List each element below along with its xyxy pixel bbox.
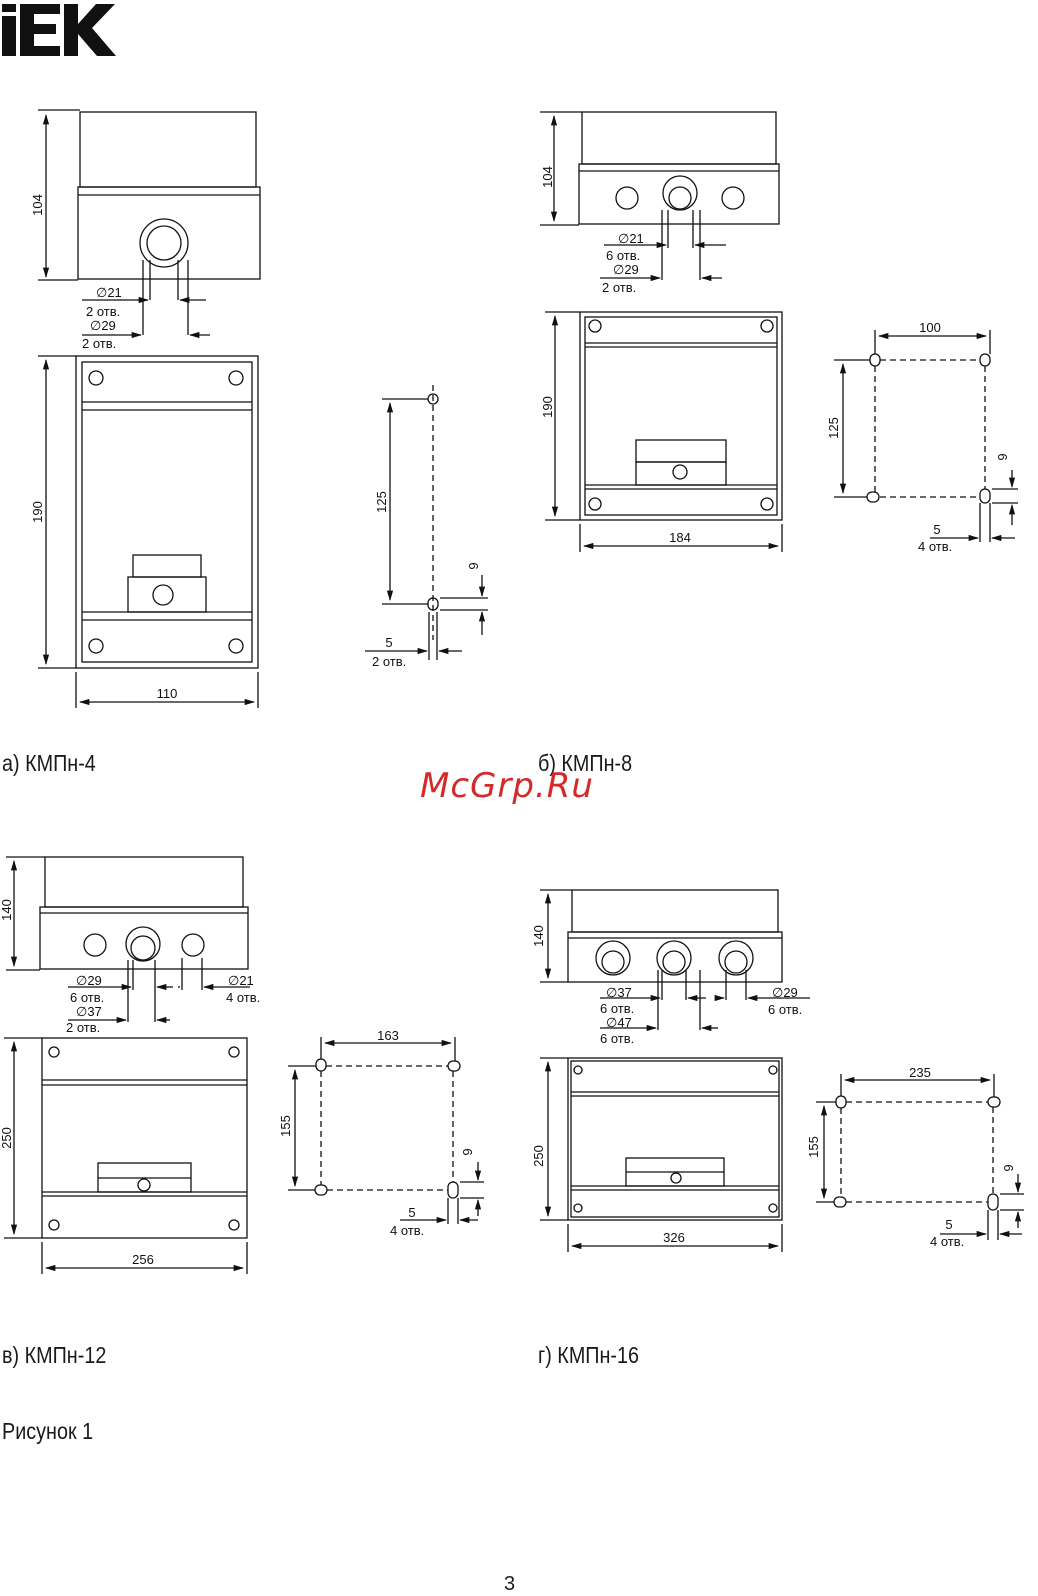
dim-d-height-front: 250 [531, 1145, 546, 1167]
dim-a-hole2-d: ∅29 [90, 318, 116, 333]
dim-a-mount-hole: 5 [385, 635, 392, 650]
dim-a-mount-hole-qty: 2 отв. [372, 654, 406, 669]
caption-panel-c: в) КМПн-12 [2, 1342, 106, 1369]
dim-c-mount-hole: 5 [408, 1205, 415, 1220]
dim-d-hole3-qty: 6 отв. [768, 1002, 802, 1017]
panel-c-top-view [6, 857, 250, 1022]
dim-b-height-top: 104 [540, 166, 555, 188]
dim-b-mount-slot: 9 [995, 453, 1010, 460]
panel-b-top-view [540, 112, 779, 280]
dim-c-hole2-qty: 2 отв. [66, 1020, 100, 1035]
dim-b-mount-hole-qty: 4 отв. [918, 539, 952, 554]
dim-c-height-front: 250 [0, 1127, 14, 1149]
dim-a-hole2-qty: 2 отв. [82, 336, 116, 351]
dim-d-mount-hole-qty: 4 отв. [930, 1234, 964, 1249]
panel-d-front-view [540, 1058, 782, 1252]
dim-b-mount-h: 125 [826, 417, 841, 439]
panel-a-mounting [365, 385, 488, 660]
panel-c-mounting [288, 1037, 484, 1224]
panel-a-front-view [38, 356, 258, 708]
dim-c-mount-slot: 9 [460, 1148, 475, 1155]
dim-c-hole3-d: ∅21 [228, 973, 254, 988]
dim-c-hole1-qty: 6 отв. [70, 990, 104, 1005]
dim-b-mount-w: 100 [919, 320, 941, 335]
dim-a-hole1-d: ∅21 [96, 285, 122, 300]
caption-panel-a: а) КМПн-4 [2, 750, 96, 777]
dim-a-height-front: 190 [30, 501, 45, 523]
dim-c-hole1-d: ∅29 [76, 973, 102, 988]
panel-b-front-view [545, 312, 782, 552]
panel-c-front-view [4, 1038, 247, 1274]
figure-caption: Рисунок 1 [2, 1418, 93, 1445]
dim-d-mount-w: 235 [909, 1065, 931, 1080]
dim-d-mount-hole: 5 [945, 1217, 952, 1232]
dim-d-hole2-d: ∅47 [606, 1015, 632, 1030]
dim-b-hole2-qty: 2 отв. [602, 280, 636, 295]
dim-b-hole1-d: ∅21 [618, 231, 644, 246]
dim-d-hole1-qty: 6 отв. [600, 1001, 634, 1016]
panel-b-mounting [834, 330, 1018, 542]
panel-a-top-view [38, 110, 260, 335]
panel-d-mounting [816, 1074, 1024, 1240]
watermark: McGrp.Ru [420, 766, 594, 806]
dim-a-hole1-qty: 2 отв. [86, 304, 120, 319]
dim-a-mount-slot: 9 [466, 562, 481, 569]
dim-d-hole2-qty: 6 отв. [600, 1031, 634, 1046]
dim-d-hole1-d: ∅37 [606, 985, 632, 1000]
dim-d-hole3-d: ∅29 [772, 985, 798, 1000]
dim-b-hole1-qty: 6 отв. [606, 248, 640, 263]
dim-a-height-top: 104 [30, 194, 45, 216]
dim-d-width: 326 [663, 1230, 685, 1245]
dim-c-width: 256 [132, 1252, 154, 1267]
dim-c-mount-w: 163 [377, 1028, 399, 1043]
caption-panel-d: г) КМПн-16 [538, 1342, 639, 1369]
dim-c-hole3-qty: 4 отв. [226, 990, 260, 1005]
dim-c-hole2-d: ∅37 [76, 1004, 102, 1019]
dim-b-hole2-d: ∅29 [613, 262, 639, 277]
dim-b-mount-hole: 5 [933, 522, 940, 537]
dim-c-mount-hole-qty: 4 отв. [390, 1223, 424, 1238]
dim-a-width: 110 [157, 686, 178, 701]
dim-c-mount-h: 155 [278, 1115, 293, 1137]
dim-d-mount-h: 155 [806, 1136, 821, 1158]
dim-b-width: 184 [669, 530, 691, 545]
dim-d-mount-slot: 9 [1001, 1164, 1016, 1171]
dim-d-height-top: 140 [531, 925, 546, 947]
dim-b-height-front: 190 [540, 396, 555, 418]
dim-a-mount-h: 125 [374, 491, 389, 513]
dim-c-height-top: 140 [0, 899, 14, 921]
